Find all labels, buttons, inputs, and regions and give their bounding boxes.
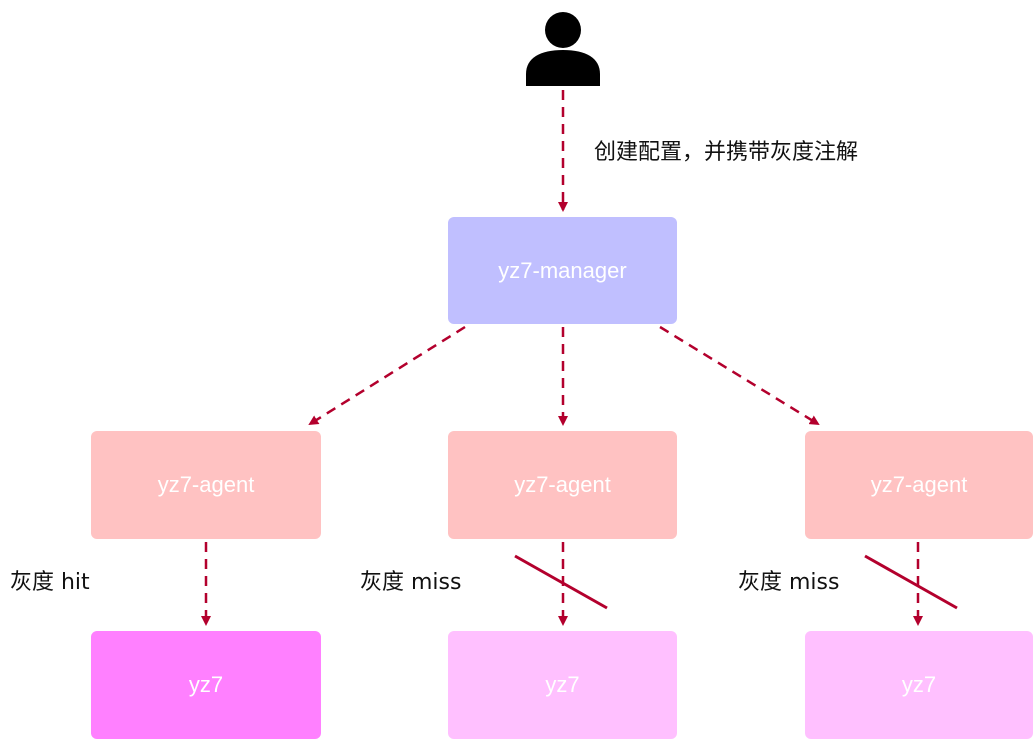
agent-node-label: yz7-agent [870,472,968,497]
manager-node: yz7-manager [448,217,677,324]
yz7-node-label: yz7 [901,672,937,697]
yz7-node-label: yz7 [545,672,580,697]
blocked-slash-3 [864,554,958,610]
gray-hit-label: 灰度 hit [10,570,90,595]
gray-miss-label-1: 灰度 miss [360,570,462,595]
agent-node-label: yz7-agent [514,472,611,497]
agent-node-3: yz7-agent [805,431,1033,539]
arrow-manager-to-agent-1 [308,325,466,426]
create-config-label: 创建配置，并携带灰度注解 [594,140,859,165]
agent-node-label: yz7-agent [157,472,255,497]
manager-node-label: yz7-manager [498,257,627,283]
yz7-node-label: yz7 [188,672,224,697]
yz7-node-miss-1: yz7 [448,631,677,739]
arrow-manager-to-agent-3 [659,325,820,426]
yz7-node-hit: yz7 [91,631,321,739]
agent-node-2: yz7-agent [448,431,677,539]
blocked-slash-2 [514,554,608,610]
yz7-node-miss-2: yz7 [805,631,1033,739]
gray-miss-label-2: 灰度 miss [738,570,840,595]
agent-node-1: yz7-agent [91,431,321,539]
user-icon [526,12,600,86]
